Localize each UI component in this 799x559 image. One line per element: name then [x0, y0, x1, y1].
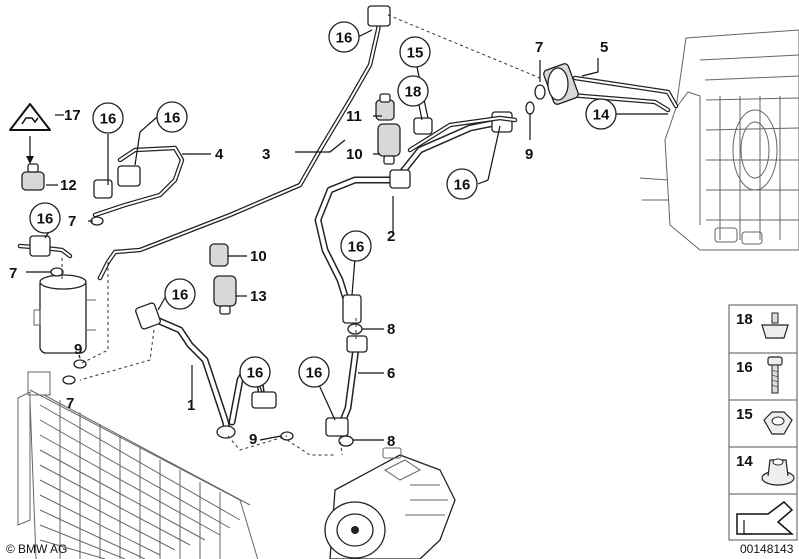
screw-bolt-icon: [767, 356, 783, 394]
label-3: 3: [262, 146, 270, 163]
flange-nut-icon: [761, 458, 795, 486]
hex-nut-icon: [763, 411, 793, 435]
label-4: 4: [215, 146, 224, 163]
svg-text:16: 16: [247, 365, 264, 382]
label-10-lower: 13: [250, 288, 267, 305]
callout-16-top: 16: [328, 21, 360, 53]
valve-10-lower: [213, 275, 237, 315]
part-numbers: 17 12 7 7 7 7 9 9 9 4 3 5 11 10 10 13 2 …: [9, 39, 608, 450]
hose-2: [314, 111, 513, 324]
svg-text:14: 14: [593, 107, 610, 124]
warning-triangle-17: [9, 103, 51, 164]
pipe-3: [97, 5, 391, 281]
svg-text:16: 16: [454, 177, 471, 194]
svg-text:15: 15: [736, 406, 753, 423]
evaporator-housing: [639, 29, 799, 251]
label-7-d: 7: [535, 39, 543, 56]
fastener-legend: 18 16 15 14: [728, 304, 798, 541]
svg-text:14: 14: [736, 453, 753, 470]
callout-15: 15: [399, 36, 431, 68]
svg-text:16: 16: [348, 239, 365, 256]
label-1: 1: [187, 397, 195, 414]
valve-11: [375, 93, 395, 121]
callout-16-hose6: 16: [298, 356, 330, 388]
label-9-c: 9: [525, 146, 533, 163]
brand-label: BMW AG: [18, 542, 67, 556]
copyright-symbol: ©: [6, 542, 15, 556]
legend-row-16: [728, 352, 798, 401]
callout-18: 18: [397, 75, 429, 107]
label-11: 11: [346, 108, 362, 125]
label-2: 2: [387, 228, 395, 245]
svg-text:16: 16: [37, 211, 54, 228]
label-17: 17: [64, 107, 81, 124]
valve-10-upper: [377, 123, 401, 165]
label-7-a: 7: [68, 213, 76, 230]
label-9-b: 9: [249, 431, 257, 448]
callout-16-pipe4-right: 16: [156, 101, 188, 133]
pipe-dryer-line: [17, 235, 73, 259]
receiver-dryer: [33, 274, 96, 354]
nut-with-stud-icon: [761, 312, 789, 339]
callout-14: 14: [585, 98, 617, 130]
svg-text:16: 16: [164, 110, 181, 127]
label-13: 10: [250, 248, 267, 265]
svg-text:16: 16: [100, 111, 117, 128]
callout-16-dryer-pipe: 16: [29, 202, 61, 234]
callout-16-fitting-left: 16: [239, 356, 271, 388]
label-6: 6: [387, 365, 395, 382]
svg-text:16: 16: [172, 287, 189, 304]
pipe-4: [92, 145, 185, 218]
dashed-connections: [61, 14, 541, 456]
svg-text:16: 16: [306, 365, 323, 382]
diagram-number: 00148143: [740, 542, 794, 556]
valve-13: [209, 243, 229, 267]
pressure-switch-12: [21, 163, 45, 191]
callout-16-hose1: 16: [164, 278, 196, 310]
compressor: [324, 447, 456, 559]
svg-text:16: 16: [736, 359, 753, 376]
label-5: 5: [600, 39, 608, 56]
leader-lines: [26, 29, 668, 441]
callout-circles: 16 15 18 16 16 16 16 16 16 16 16 14: [29, 21, 617, 388]
svg-text:18: 18: [405, 84, 422, 101]
callout-16-pipe4-left: 16: [92, 102, 124, 134]
label-7-b: 7: [9, 265, 17, 282]
svg-text:16: 16: [336, 30, 353, 47]
label-8-b: 8: [387, 433, 395, 450]
label-9-a: 9: [74, 341, 82, 358]
svg-text:15: 15: [407, 45, 424, 62]
hose-6: [325, 335, 368, 437]
label-10-upper: 10: [346, 146, 363, 163]
o-rings: [50, 216, 363, 447]
expansion-valve: [525, 63, 679, 115]
hose-1: [135, 302, 236, 439]
svg-text:18: 18: [736, 311, 753, 328]
label-8-a: 8: [387, 321, 395, 338]
label-12: 12: [60, 177, 77, 194]
pipe-mid-upper: [407, 115, 518, 153]
label-7-c: 7: [66, 395, 74, 412]
arrow-icon: [736, 501, 795, 535]
condenser: [17, 371, 259, 559]
callout-16-hose2-lower: 16: [340, 230, 372, 262]
footer: © BMW AG 00148143: [6, 542, 794, 556]
callout-16-hose2-right: 16: [446, 168, 478, 200]
